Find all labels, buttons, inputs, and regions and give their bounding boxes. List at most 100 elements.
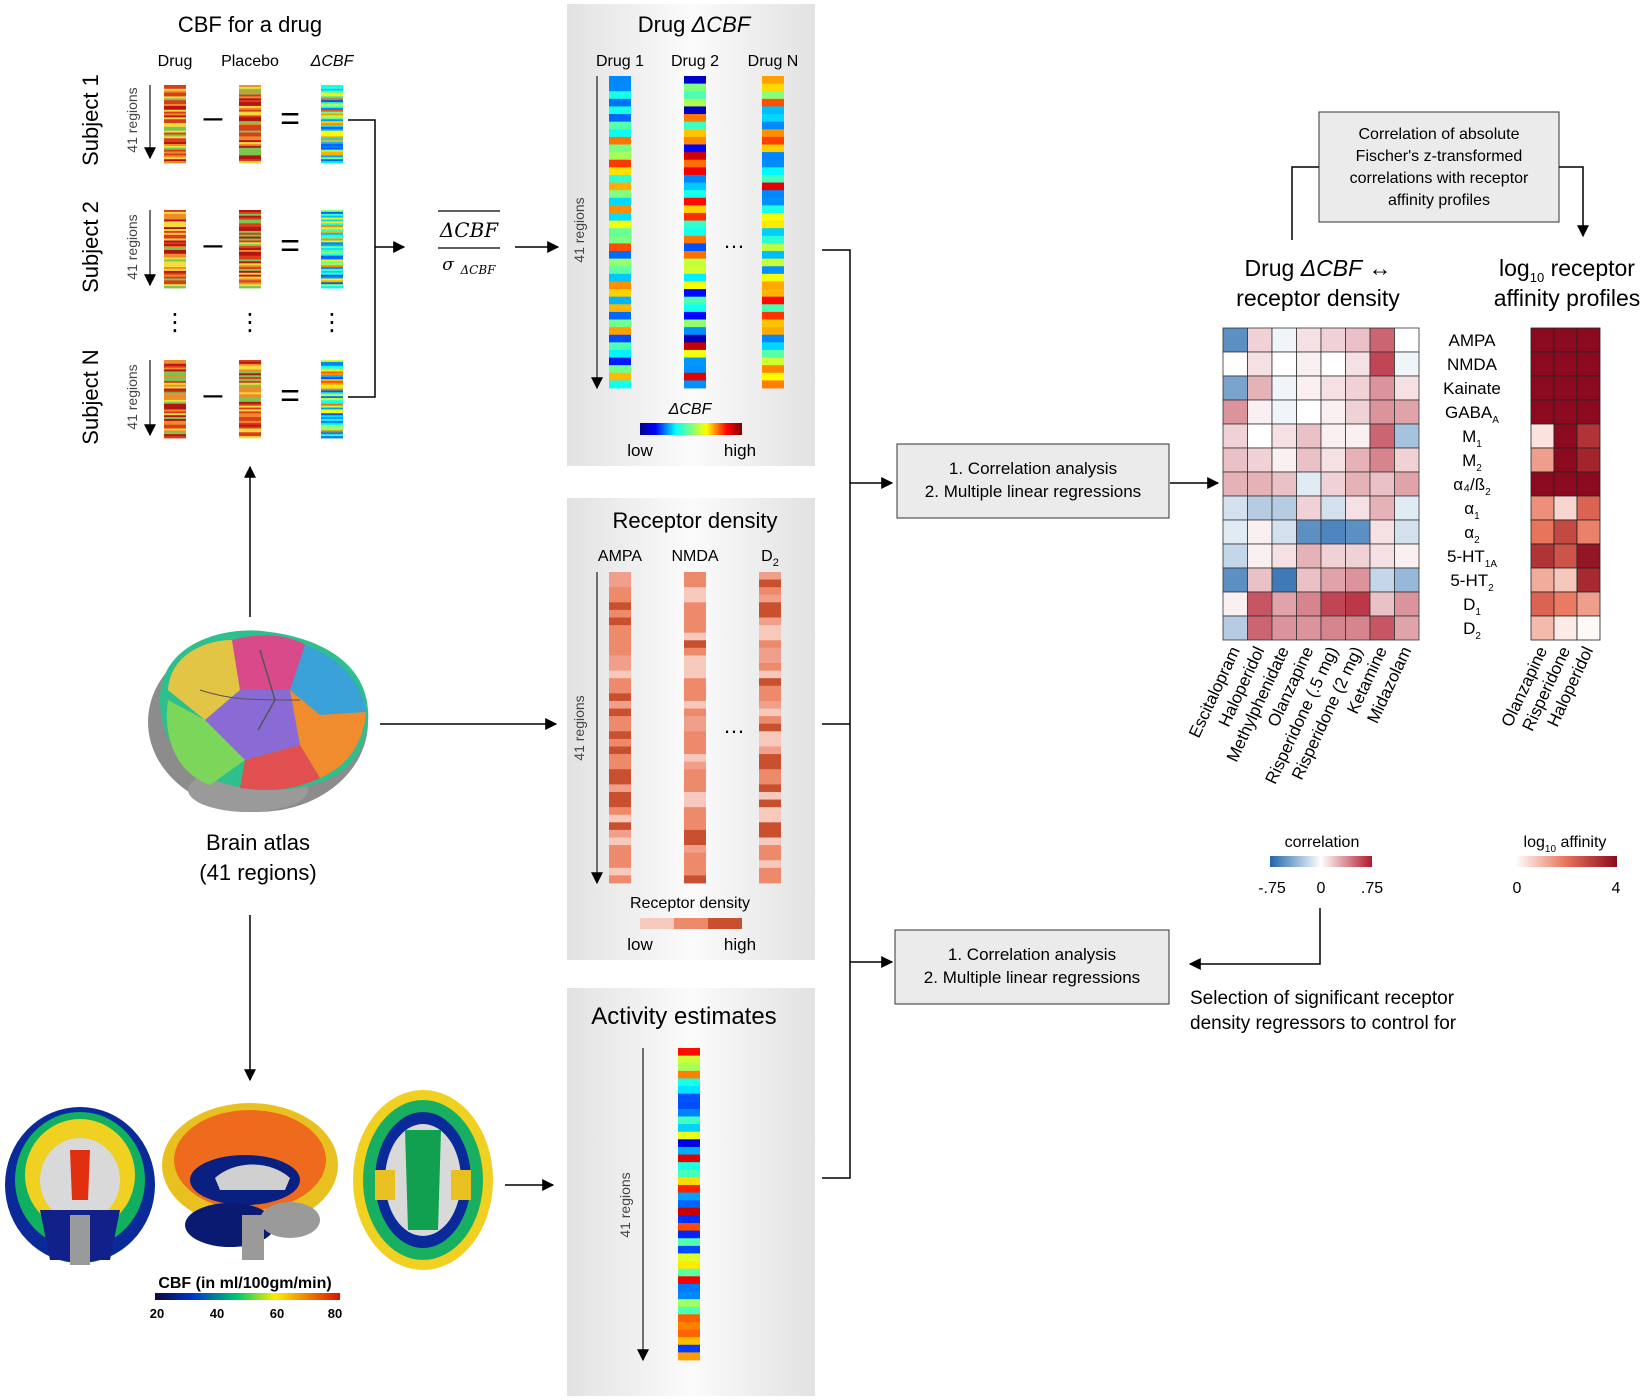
strip-region [239,223,261,226]
strip-region [164,420,186,424]
strip-region [321,375,343,378]
strip-region [164,229,186,232]
corr-cell [1222,375,1248,401]
strip-region [684,289,706,298]
corr-cell [1345,375,1371,401]
col-label-placebo: Placebo [221,53,279,70]
strip-region [609,708,631,717]
strip-region [321,142,343,145]
strip-region [684,791,706,800]
activity-title: Activity estimates [591,1003,776,1030]
fisher-box [1318,111,1560,223]
affinity-cell [1553,471,1578,497]
affinity-row-label: AMPA [1449,331,1497,350]
strip-region [678,1055,700,1064]
corr-cell [1247,519,1273,545]
corr-tick-pos: .75 [1361,880,1383,897]
fisher-box-line3: correlations with receptor [1350,170,1529,187]
strip-region [762,273,784,282]
strip-region [164,382,186,386]
strip-region [609,716,631,725]
corr-cell [1271,615,1297,641]
subject-2-drug-strip [164,210,186,289]
strip-region [684,129,706,138]
strip-region [321,242,343,245]
subject-n-regions: 41 regions [124,360,156,437]
strip-region [164,92,186,95]
strip-region [321,244,343,247]
strip-region [321,225,343,228]
strip-region [759,731,781,740]
strip-region [684,258,706,267]
strip-region [239,96,261,99]
corr-cell [1320,519,1346,545]
strip-region [684,746,706,755]
strip-region [759,875,781,884]
strip-region [678,1116,700,1125]
strip-region [239,126,261,130]
strip-region [239,88,261,92]
affinity-row-label: Kainate [1443,379,1501,398]
strip-region [239,225,261,228]
strip-region [759,655,781,664]
affinity-cell [1553,615,1578,641]
strip-region [239,403,261,407]
corr-cell [1369,423,1395,449]
strip-region [678,1086,700,1095]
strip-region [164,392,186,395]
strip-region [164,379,186,382]
strip-region [321,432,343,435]
strip-region [678,1329,700,1338]
strip-region [684,372,706,381]
strip-region [321,238,343,241]
strip-region [609,837,631,846]
strip-region [321,213,343,217]
strip-region [239,210,261,213]
strip-region [678,1299,700,1308]
strip-region [164,111,186,114]
affinity-cell [1553,351,1578,377]
brain-atlas-image [148,630,369,812]
minus-sign-1: – [204,98,223,136]
drug-dcbf-regions: 41 regions [571,76,603,390]
strip-region [609,678,631,687]
affinity-cell [1553,399,1578,425]
strip-region [239,268,261,272]
strip-region [762,114,784,123]
svg-text:41 regions: 41 regions [571,695,587,760]
strip-region [609,852,631,861]
strip-region [164,225,186,228]
affinity-cell [1576,543,1601,569]
strip-region [164,261,186,264]
strip-region [239,115,261,118]
strip-region [609,867,631,876]
strip-region [321,268,343,272]
strip-region [239,246,261,249]
subject-n-drug-strip [164,360,186,439]
ellipsis-dcbf: ⋮ [320,309,344,336]
corr-heatmap-title-line2: receptor density [1236,285,1400,311]
strip-region [684,167,706,176]
strip-region [321,396,343,399]
strip-region [684,632,706,641]
affinity-cell [1553,375,1578,401]
strip-region [759,845,781,854]
strip-region [678,1108,700,1117]
strip-region [678,1124,700,1133]
strip-region [762,304,784,313]
strip-region [321,267,343,270]
strip-region [684,91,706,100]
strip-region [759,791,781,800]
arrow-correlation-to-box2 [1188,908,1321,970]
strip-region [684,663,706,672]
strip-region [164,418,186,422]
strip-region [164,90,186,94]
strip-region [762,365,784,374]
strip-region [762,152,784,161]
strip-region [321,143,343,147]
affinity-cell [1530,447,1555,473]
strip-region [164,363,186,367]
corr-cell [1394,327,1420,353]
strip-region [609,791,631,800]
corr-cell [1296,567,1322,593]
